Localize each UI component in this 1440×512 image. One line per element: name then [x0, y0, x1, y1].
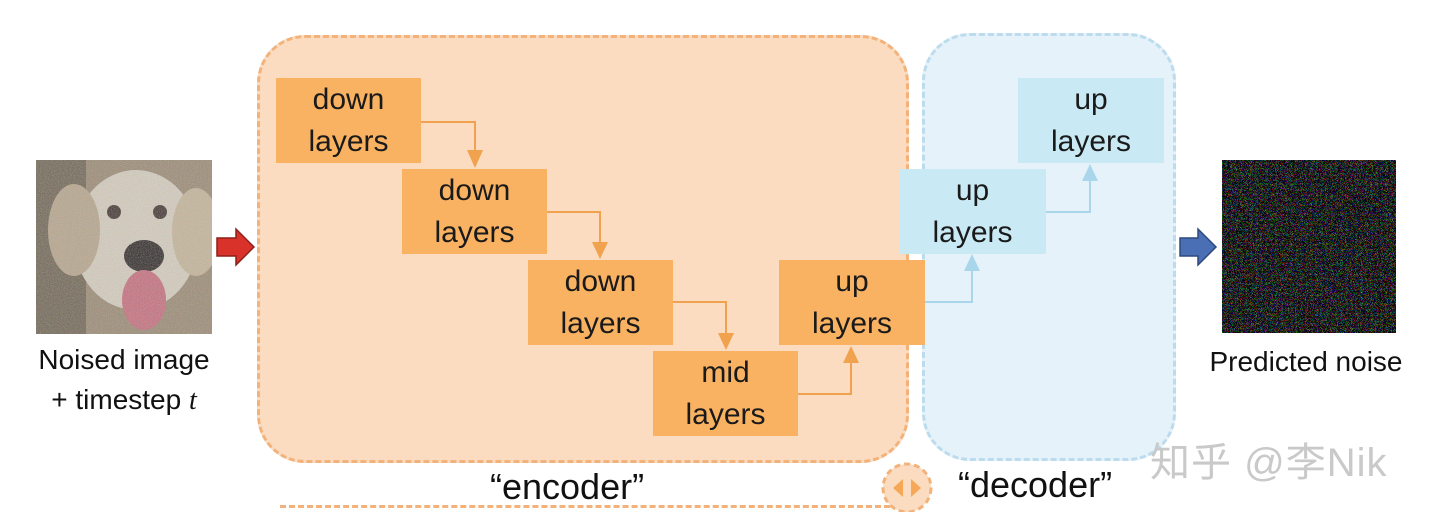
connector-down1-down2	[420, 121, 476, 152]
block-label-line2: layers	[932, 215, 1013, 249]
arrowhead-up2	[964, 254, 980, 271]
block-label-line1: down	[438, 173, 511, 207]
arrowhead-up1	[843, 346, 859, 363]
arrowhead-up3	[1082, 164, 1098, 181]
encoder-block-down-2: down layers	[402, 169, 547, 254]
decoder-block-up-1: up layers	[899, 169, 1046, 254]
input-arrow	[216, 227, 256, 267]
legend-arrow-left	[893, 479, 903, 497]
legend-arrow-right	[911, 479, 921, 497]
block-label-line1: down	[312, 82, 385, 116]
connector-up1-up2	[925, 270, 973, 303]
input-caption-line1: Noised image	[38, 344, 210, 375]
arrowhead-down3	[592, 242, 608, 259]
decoder-block-up-2: up layers	[1018, 78, 1164, 163]
decoder-label: “decoder”	[958, 464, 1113, 505]
block-label-line2: layers	[434, 215, 515, 249]
noised-dog-image	[36, 160, 212, 334]
watermark-text: 知乎 @李Nik	[1150, 441, 1388, 485]
input-caption-timestep: + timestep	[51, 384, 189, 415]
encoder-block-down-1: down layers	[276, 78, 421, 163]
block-label-line2: layers	[1050, 124, 1132, 158]
input-caption: Noised image + timestep t	[14, 340, 234, 421]
encoder-block-down-3: down layers	[528, 260, 673, 345]
block-label-line1: down	[564, 264, 637, 298]
encoder-region-lower-edge	[280, 505, 890, 508]
input-caption-line2: + timestep t	[14, 380, 234, 421]
block-label-line1: up	[1074, 82, 1108, 116]
arrowhead-mid	[718, 333, 734, 350]
block-label-line1: up	[835, 264, 869, 298]
block-label-line1: up	[955, 173, 990, 207]
noise-pattern	[1222, 160, 1396, 333]
output-arrow	[1179, 227, 1218, 267]
block-label-line2: layers	[308, 124, 389, 158]
legend-double-arrow-bg	[881, 462, 933, 512]
arrowhead-down2	[467, 150, 483, 168]
connector-mid-up1	[798, 362, 852, 395]
connector-down3-mid	[673, 301, 727, 334]
encoder-label: “encoder”	[490, 466, 645, 507]
predicted-noise-image	[1222, 160, 1396, 333]
block-label-line2: layers	[560, 306, 641, 340]
connector-down2-down3	[547, 211, 601, 243]
block-label-line2: layers	[685, 397, 766, 431]
encoder-block-up: up layers	[779, 260, 925, 345]
block-label-line2: layers	[811, 306, 893, 340]
output-caption: Predicted noise	[1209, 346, 1403, 377]
block-label-line1: mid	[701, 355, 750, 389]
timestep-variable: t	[188, 385, 197, 416]
noised-image	[36, 160, 212, 334]
encoder-block-mid: mid layers	[653, 351, 798, 436]
connector-up2-up3	[1046, 180, 1091, 213]
